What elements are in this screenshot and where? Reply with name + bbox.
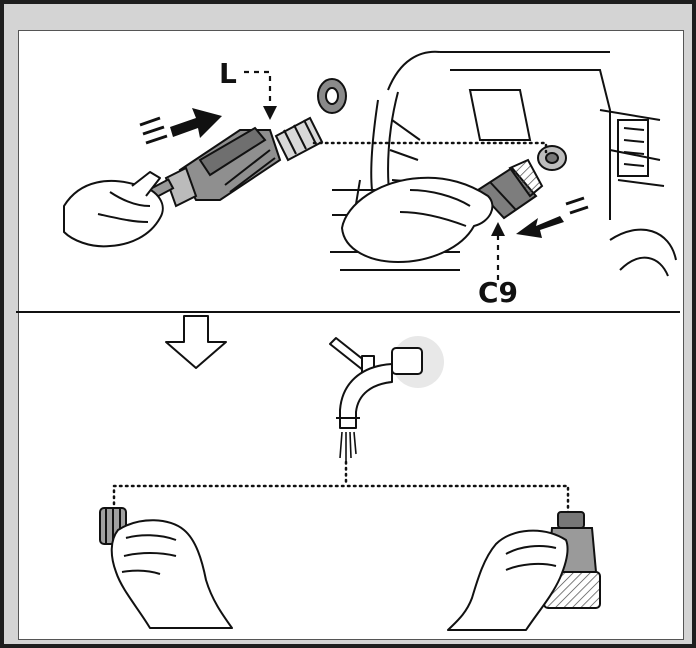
water-tap-icon (329, 336, 444, 429)
hand-icon (110, 519, 233, 629)
branch-dotted-line (112, 460, 570, 518)
label-l-arrowhead (263, 106, 277, 120)
alignment-dotted-line (312, 141, 548, 154)
label-l: L (219, 57, 237, 90)
filter-coupling-assembly (147, 78, 347, 208)
hand-icon (63, 171, 164, 248)
label-c9-arrowhead (491, 222, 505, 236)
pull-arrow-icon (516, 196, 589, 238)
water-stream (339, 431, 357, 462)
label-c9: C9 (478, 276, 518, 309)
hand-icon (447, 529, 569, 631)
hand-icon (341, 176, 494, 263)
top-section: L (63, 50, 677, 309)
down-arrow-icon (165, 315, 227, 369)
bottom-section (99, 315, 601, 631)
label-l-leader (244, 70, 272, 110)
push-arrow-icon (139, 108, 222, 145)
